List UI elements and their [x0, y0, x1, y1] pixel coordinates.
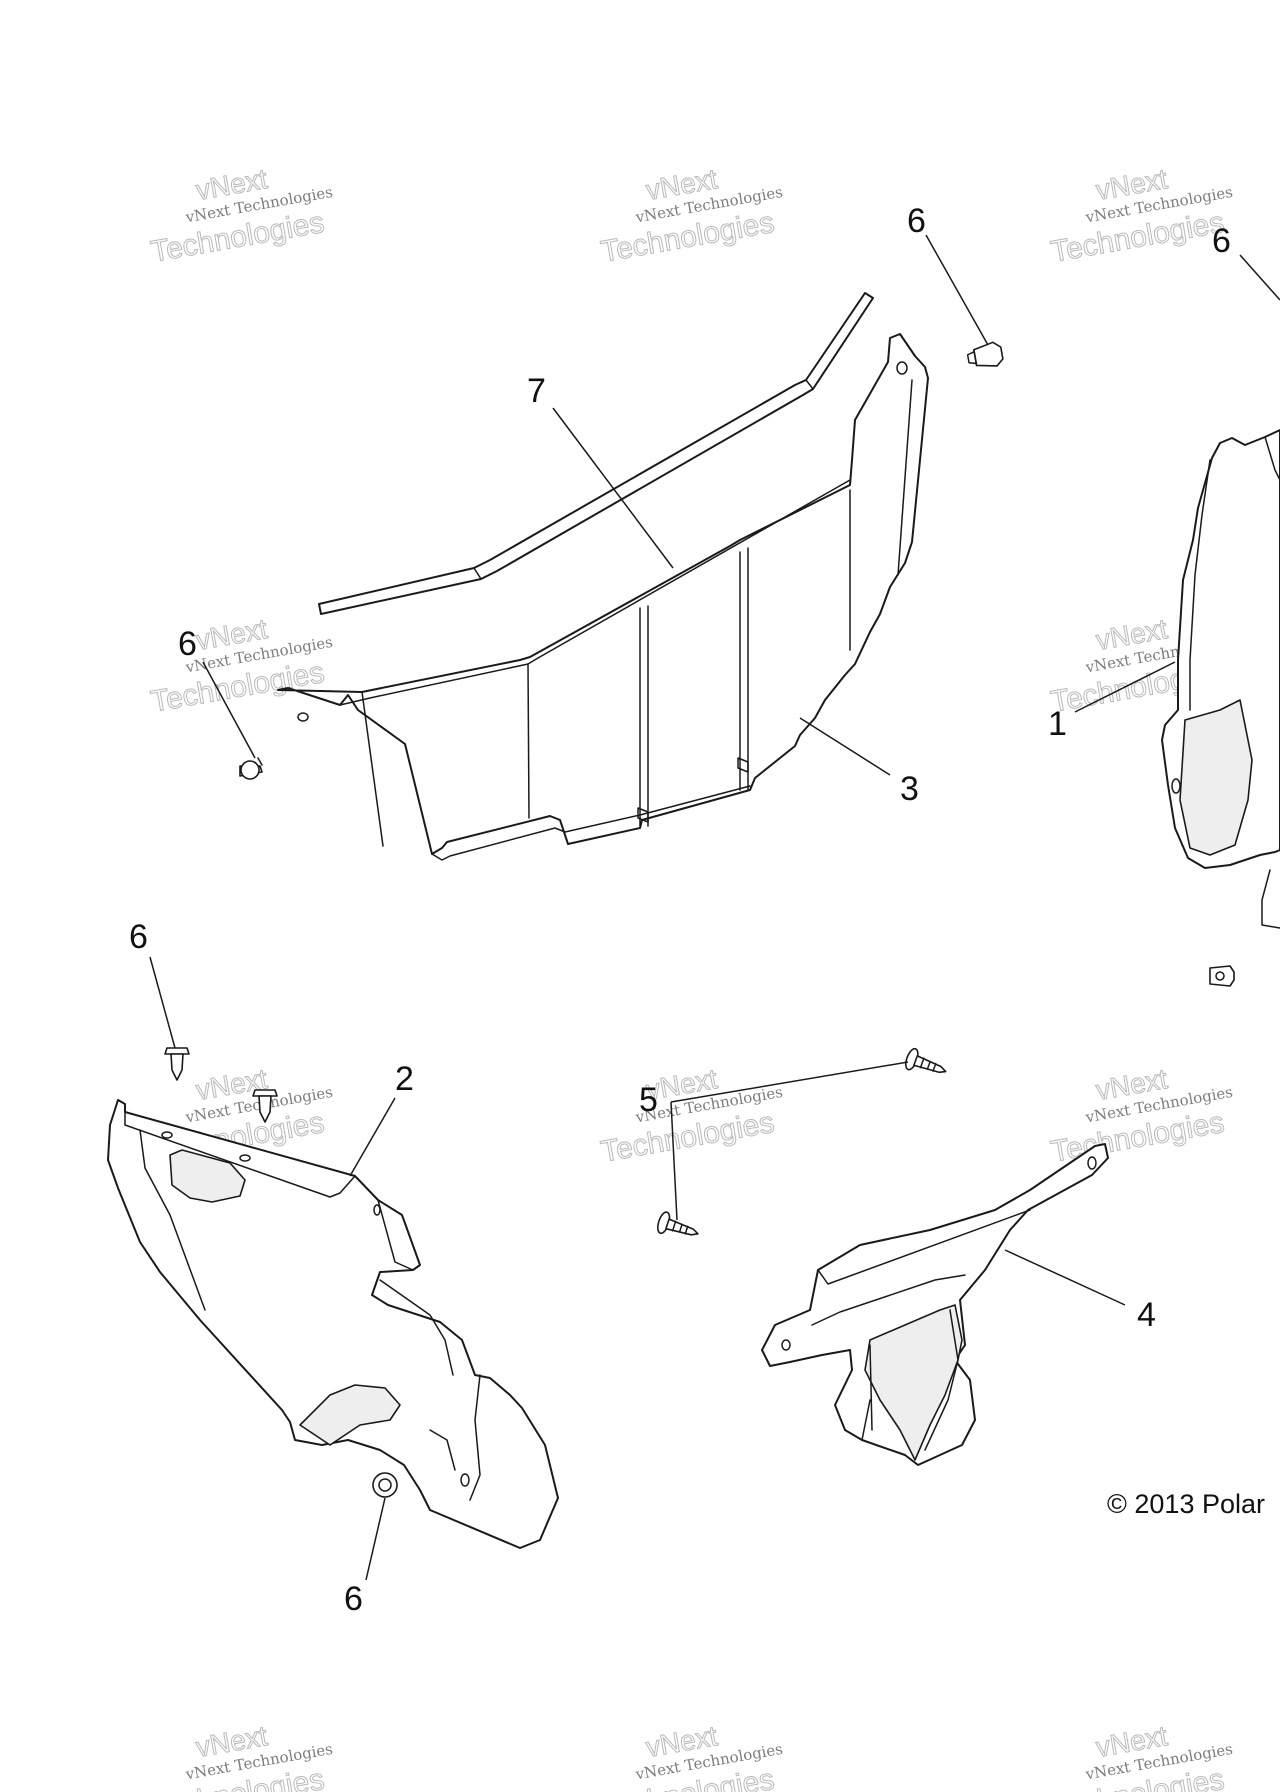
screw — [657, 1211, 699, 1236]
push-rivet — [1209, 965, 1235, 987]
part-4-bracket — [761, 1143, 1109, 1466]
callout-1: 1 — [1048, 705, 1067, 743]
push-rivet — [164, 1047, 190, 1081]
watermark: vNext vNext Technologies Technologies — [1048, 163, 1234, 270]
callout-6: 6 — [344, 1580, 363, 1618]
watermark: vNext vNext Technologies Technologies — [148, 613, 334, 720]
leader-lines — [149, 234, 1280, 1581]
part-1-side-cover — [1161, 429, 1280, 929]
watermark: vNext vNext Technologies Technologies — [598, 163, 784, 270]
push-rivet — [252, 1089, 278, 1123]
watermark: vNext vNext Technologies Technologies — [148, 1720, 334, 1792]
push-rivet — [966, 341, 1004, 367]
watermark: vNext vNext Technologies Technologies — [1048, 1720, 1234, 1792]
callout-7: 7 — [527, 372, 546, 410]
copyright-text: © 2013 Polar — [1107, 1489, 1265, 1519]
callout-6: 6 — [178, 625, 197, 663]
part-2-bracket — [107, 1099, 559, 1549]
watermark: vNext vNext Technologies Technologies — [148, 163, 334, 270]
callout-2: 2 — [395, 1060, 414, 1098]
part-3-trim-panel — [277, 333, 929, 861]
watermark: vNext vNext Technologies Technologies — [598, 1063, 784, 1170]
callout-6: 6 — [907, 202, 926, 240]
watermark: vNext vNext Technologies Technologies — [1048, 1063, 1234, 1170]
push-rivet — [372, 1472, 398, 1498]
callout-3: 3 — [900, 770, 919, 808]
screw — [905, 1047, 947, 1074]
part-7-top-rail — [318, 292, 874, 615]
callout-6: 6 — [1212, 222, 1231, 260]
push-rivet — [239, 757, 263, 780]
callout-6: 6 — [129, 918, 148, 956]
callout-4: 4 — [1137, 1296, 1156, 1334]
watermark: vNext vNext Technologies Technologies — [598, 1720, 784, 1792]
callout-5: 5 — [639, 1081, 658, 1119]
